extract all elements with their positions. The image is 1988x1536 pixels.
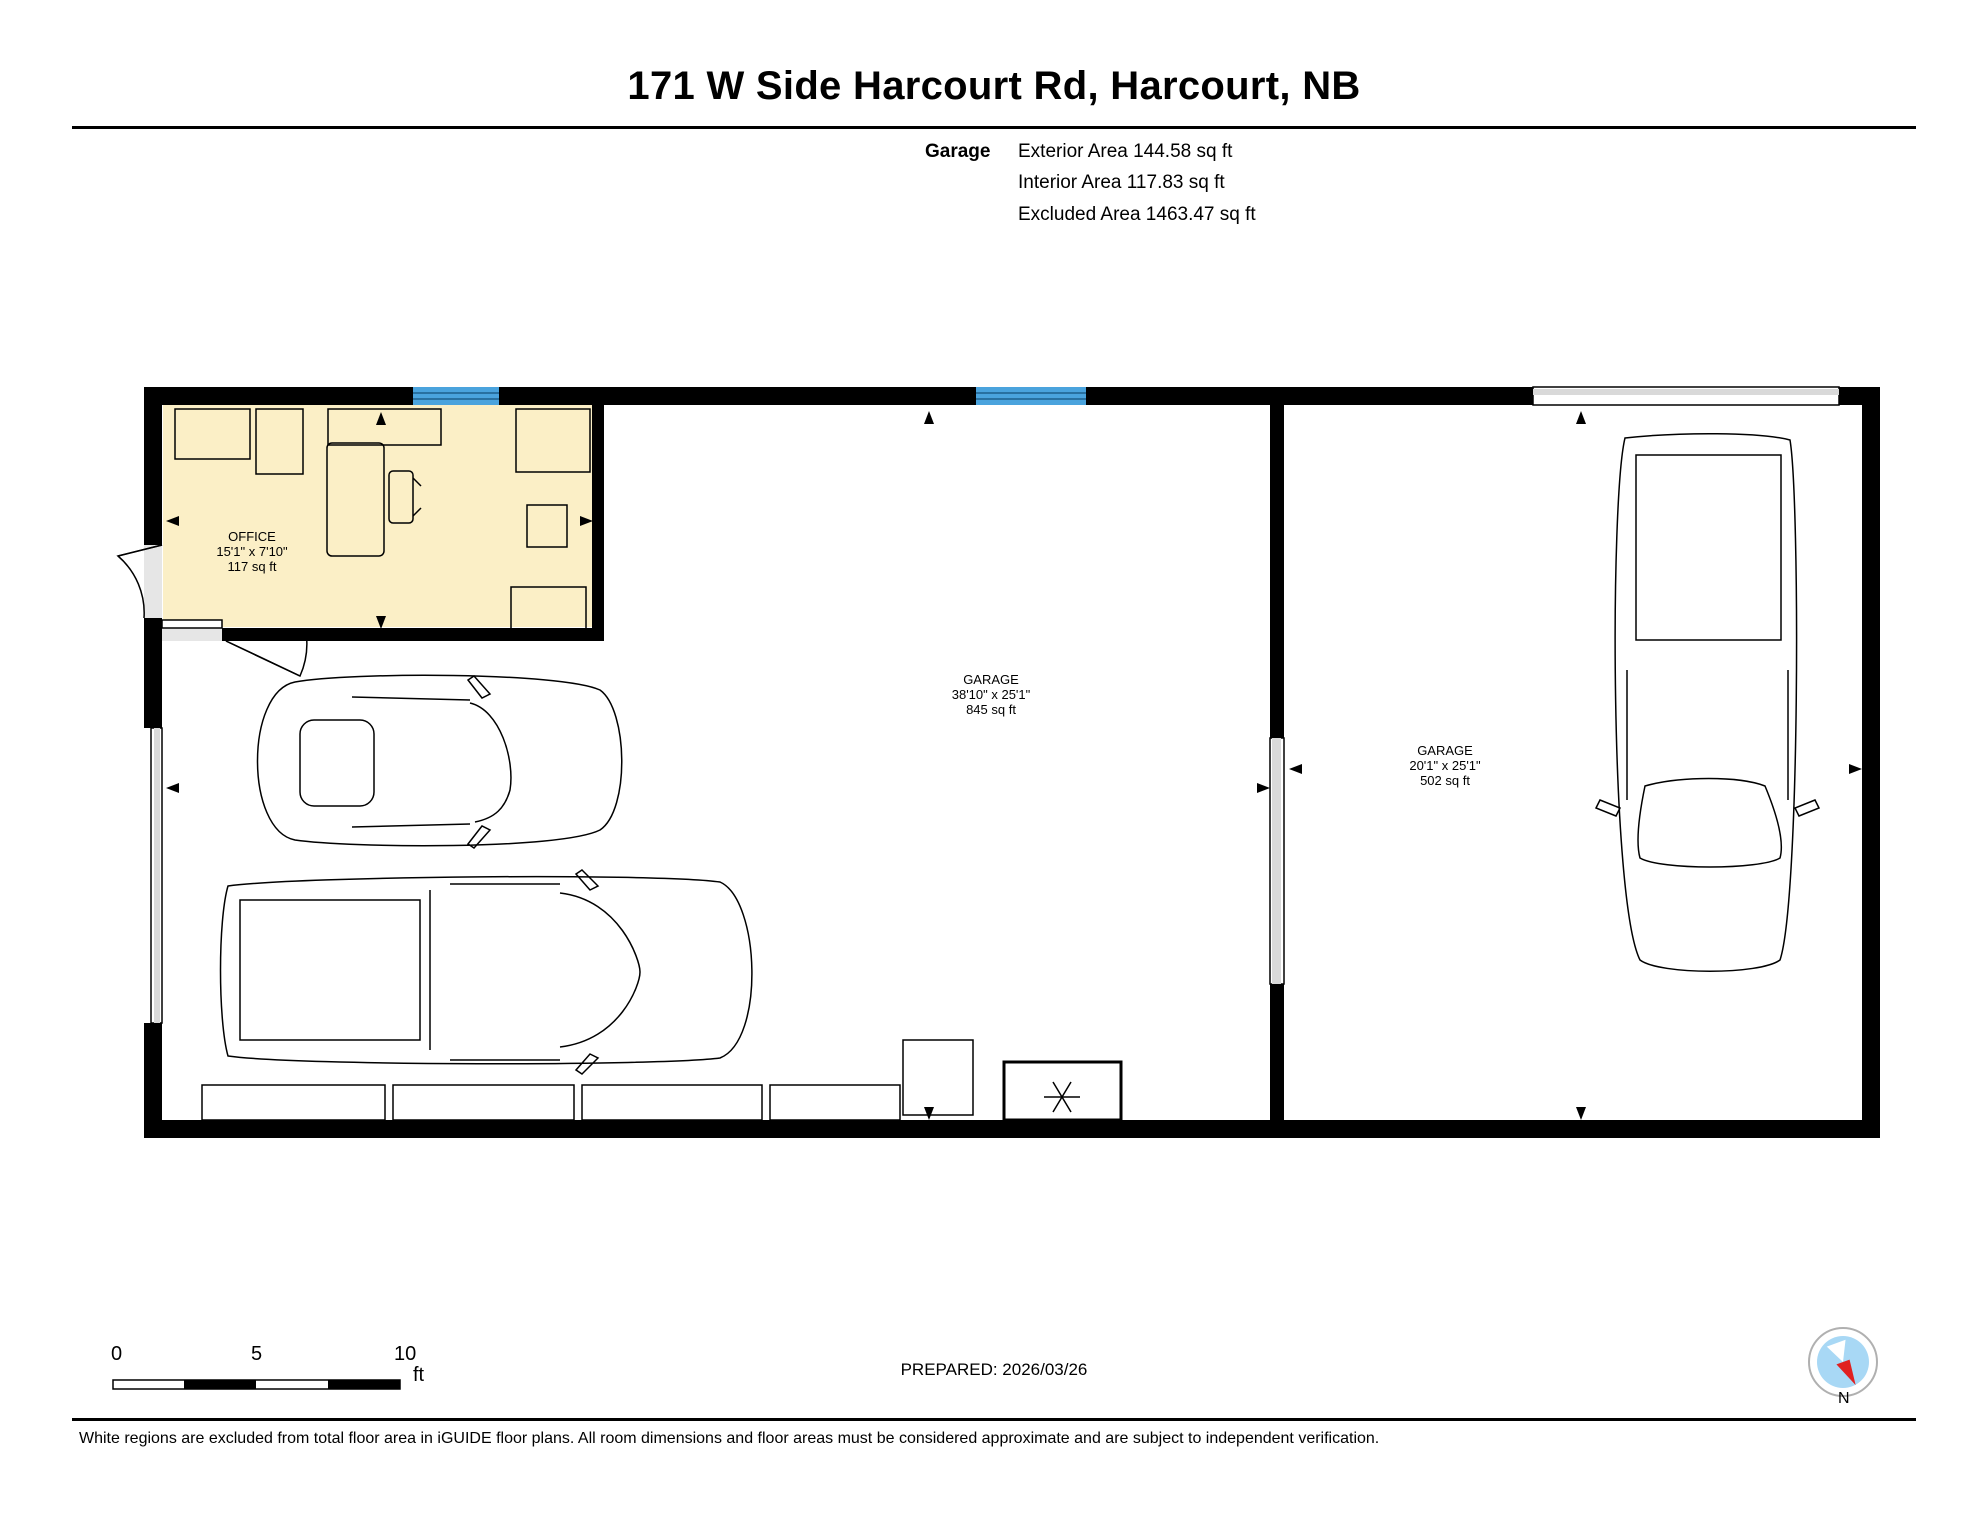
car-truck: [1594, 432, 1821, 972]
scale-bar: [112, 1379, 401, 1390]
scale-tick-10: 10: [394, 1343, 417, 1365]
interior-area: Interior Area 117.83 sq ft: [1018, 172, 1225, 193]
area-section-label: Garage: [925, 141, 991, 162]
office-room-fill: [163, 405, 593, 627]
footer-divider: [72, 1418, 1916, 1421]
garage2-dims: 20'1" x 25'1": [1409, 758, 1481, 773]
garage1-dims: 38'10" x 25'1": [952, 687, 1031, 702]
footer-disclaimer: White regions are excluded from total fl…: [79, 1430, 1380, 1447]
door-swings: [116, 544, 308, 678]
compass-north-label: N: [1838, 1390, 1850, 1407]
car-pickup: [219, 869, 753, 1075]
garage1-name: GARAGE: [963, 672, 1019, 687]
prepared-date: PREPARED: 2026/03/26: [900, 1360, 1088, 1379]
office-dims: 15'1" x 7'10": [216, 544, 288, 559]
office-furniture: [174, 408, 591, 630]
scale-unit: ft: [413, 1364, 425, 1386]
openings: [144, 386, 1840, 1024]
garage2-area: 502 sq ft: [1420, 773, 1470, 788]
car-sedan: [256, 674, 623, 849]
garage1-area: 845 sq ft: [966, 702, 1016, 717]
shelving: [201, 1039, 1123, 1122]
office-area: 117 sq ft: [228, 559, 277, 574]
office-name: OFFICE: [228, 529, 276, 544]
windows: [413, 387, 1086, 405]
page-title: 171 W Side Harcourt Rd, Harcourt, NB: [627, 64, 1361, 108]
exterior-area: Exterior Area 144.58 sq ft: [1018, 141, 1233, 162]
compass-icon: [1808, 1327, 1878, 1397]
excluded-area: Excluded Area 1463.47 sq ft: [1018, 204, 1256, 225]
title-divider: [72, 126, 1916, 129]
garage2-name: GARAGE: [1417, 743, 1473, 758]
scale-tick-0: 0: [111, 1343, 123, 1365]
scale-tick-5: 5: [251, 1343, 263, 1365]
